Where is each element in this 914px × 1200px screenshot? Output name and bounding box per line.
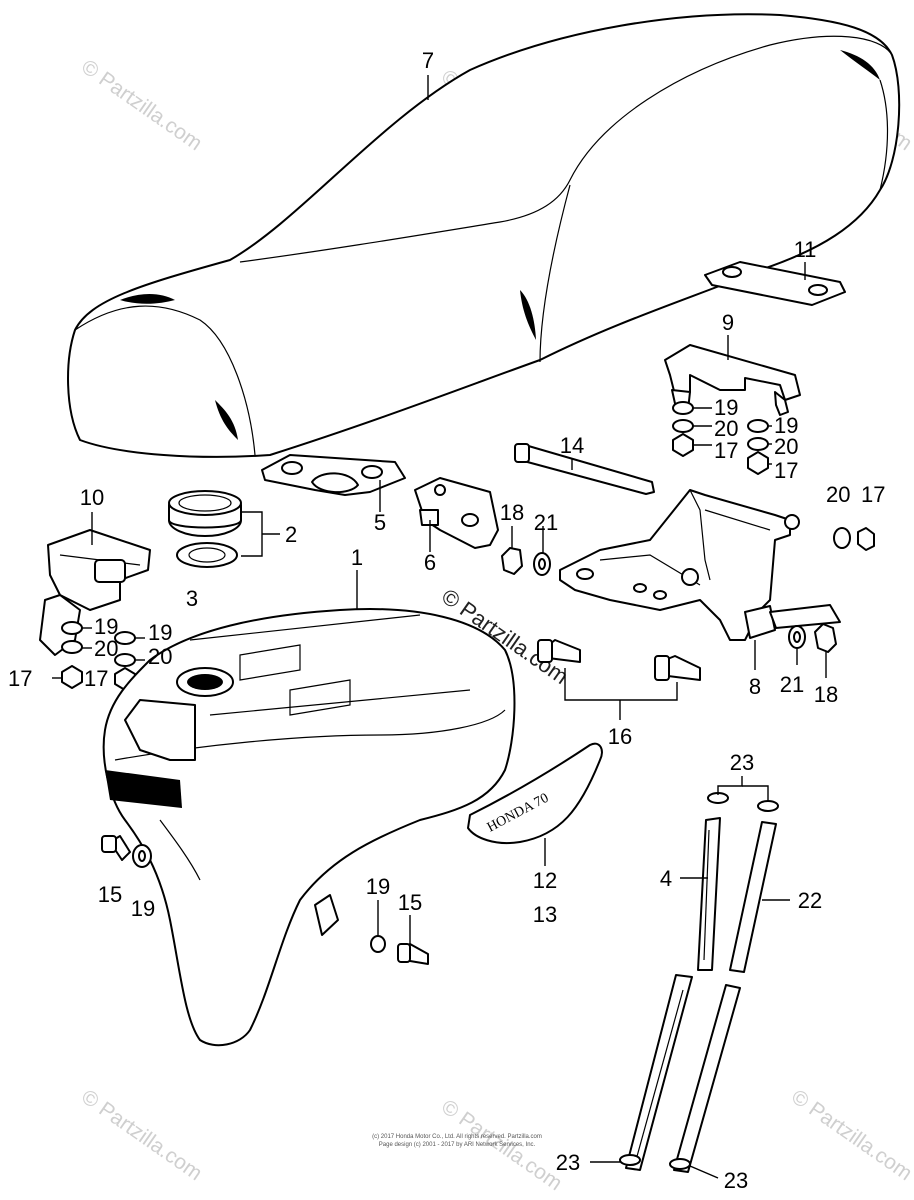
callout-23-c: 23 bbox=[724, 1168, 748, 1193]
gasket-part-3 bbox=[176, 542, 238, 568]
callout-16: 16 bbox=[608, 724, 632, 749]
callout-23-b: 23 bbox=[556, 1150, 580, 1175]
hardware-tank-left bbox=[101, 835, 152, 868]
emblem-part-12: HONDA 70 bbox=[467, 742, 603, 844]
bolts-part-16 bbox=[537, 639, 701, 681]
callout-19-e: 19 bbox=[131, 896, 155, 921]
callout-20-a: 20 bbox=[714, 416, 738, 441]
callout-19-a: 19 bbox=[714, 395, 738, 420]
callout-18-b: 18 bbox=[814, 682, 838, 707]
callout-7: 7 bbox=[422, 48, 434, 73]
bracket-part-6 bbox=[414, 477, 499, 549]
callout-17-a: 17 bbox=[714, 438, 738, 463]
copyright-line: (c) 2017 Honda Motor Co., Ltd. All right… bbox=[372, 1134, 542, 1140]
cap-part-2 bbox=[168, 490, 242, 537]
lock-part-10 bbox=[39, 529, 151, 656]
callout-23-a: 23 bbox=[730, 750, 754, 775]
callout-15-b: 15 bbox=[398, 890, 422, 915]
callout-2: 2 bbox=[285, 522, 297, 547]
footer-line: Page design (c) 2001 - 2017 by ARI Netwo… bbox=[379, 1142, 536, 1148]
callout-9: 9 bbox=[722, 310, 734, 335]
frame-part-8 bbox=[559, 489, 841, 641]
watermark-bottom-right: © Partzilla.com bbox=[787, 1085, 914, 1185]
seat-part-7 bbox=[67, 13, 901, 458]
hardware-tank-bottom bbox=[370, 935, 429, 965]
callout-19-c: 19 bbox=[94, 614, 118, 639]
callout-17-e: 17 bbox=[8, 666, 32, 691]
callout-10: 10 bbox=[80, 485, 104, 510]
tank-part-1 bbox=[102, 608, 516, 1047]
hose-part-4 bbox=[625, 817, 721, 1171]
callout-20-c: 20 bbox=[826, 482, 850, 507]
callout-1: 1 bbox=[351, 545, 363, 570]
callout-13: 13 bbox=[533, 902, 557, 927]
hardware-group-left bbox=[61, 621, 136, 691]
callout-11: 11 bbox=[794, 237, 817, 262]
callout-20-e: 20 bbox=[148, 644, 172, 669]
callout-20-b: 20 bbox=[774, 434, 798, 459]
callout-12: 12 bbox=[533, 868, 557, 893]
callout-17-d: 17 bbox=[84, 666, 108, 691]
callout-15-a: 15 bbox=[98, 882, 122, 907]
callout-4: 4 bbox=[660, 866, 672, 891]
leader-lines bbox=[52, 75, 827, 1179]
callout-6: 6 bbox=[424, 550, 436, 575]
callout-19-b: 19 bbox=[774, 413, 798, 438]
callout-8: 8 bbox=[749, 674, 761, 699]
callout-20-d: 20 bbox=[94, 636, 118, 661]
callout-17-c: 17 bbox=[861, 482, 885, 507]
hardware-8-right bbox=[788, 623, 837, 653]
callout-labels: 7 11 9 14 19 20 17 19 20 17 20 17 10 2 3… bbox=[8, 48, 885, 1193]
strap-part-11 bbox=[704, 261, 846, 306]
watermark-bottom-left: © Partzilla.com bbox=[77, 1085, 206, 1185]
callout-14: 14 bbox=[560, 433, 584, 458]
callout-19-d: 19 bbox=[148, 620, 172, 645]
callout-19-f: 19 bbox=[366, 874, 390, 899]
hardware-6-right bbox=[501, 547, 551, 576]
callout-21-a: 21 bbox=[534, 510, 558, 535]
watermark-top-left: © Partzilla.com bbox=[77, 55, 206, 155]
callout-3: 3 bbox=[186, 586, 198, 611]
bolt-part-14 bbox=[514, 443, 655, 495]
callout-22: 22 bbox=[798, 888, 822, 913]
hose-part-22 bbox=[673, 821, 777, 1173]
callout-5: 5 bbox=[374, 510, 386, 535]
callout-21-b: 21 bbox=[780, 672, 804, 697]
callout-18-a: 18 bbox=[500, 500, 524, 525]
plate-part-5 bbox=[261, 454, 406, 496]
callout-17-b: 17 bbox=[774, 458, 798, 483]
hardware-group-right bbox=[672, 401, 875, 551]
